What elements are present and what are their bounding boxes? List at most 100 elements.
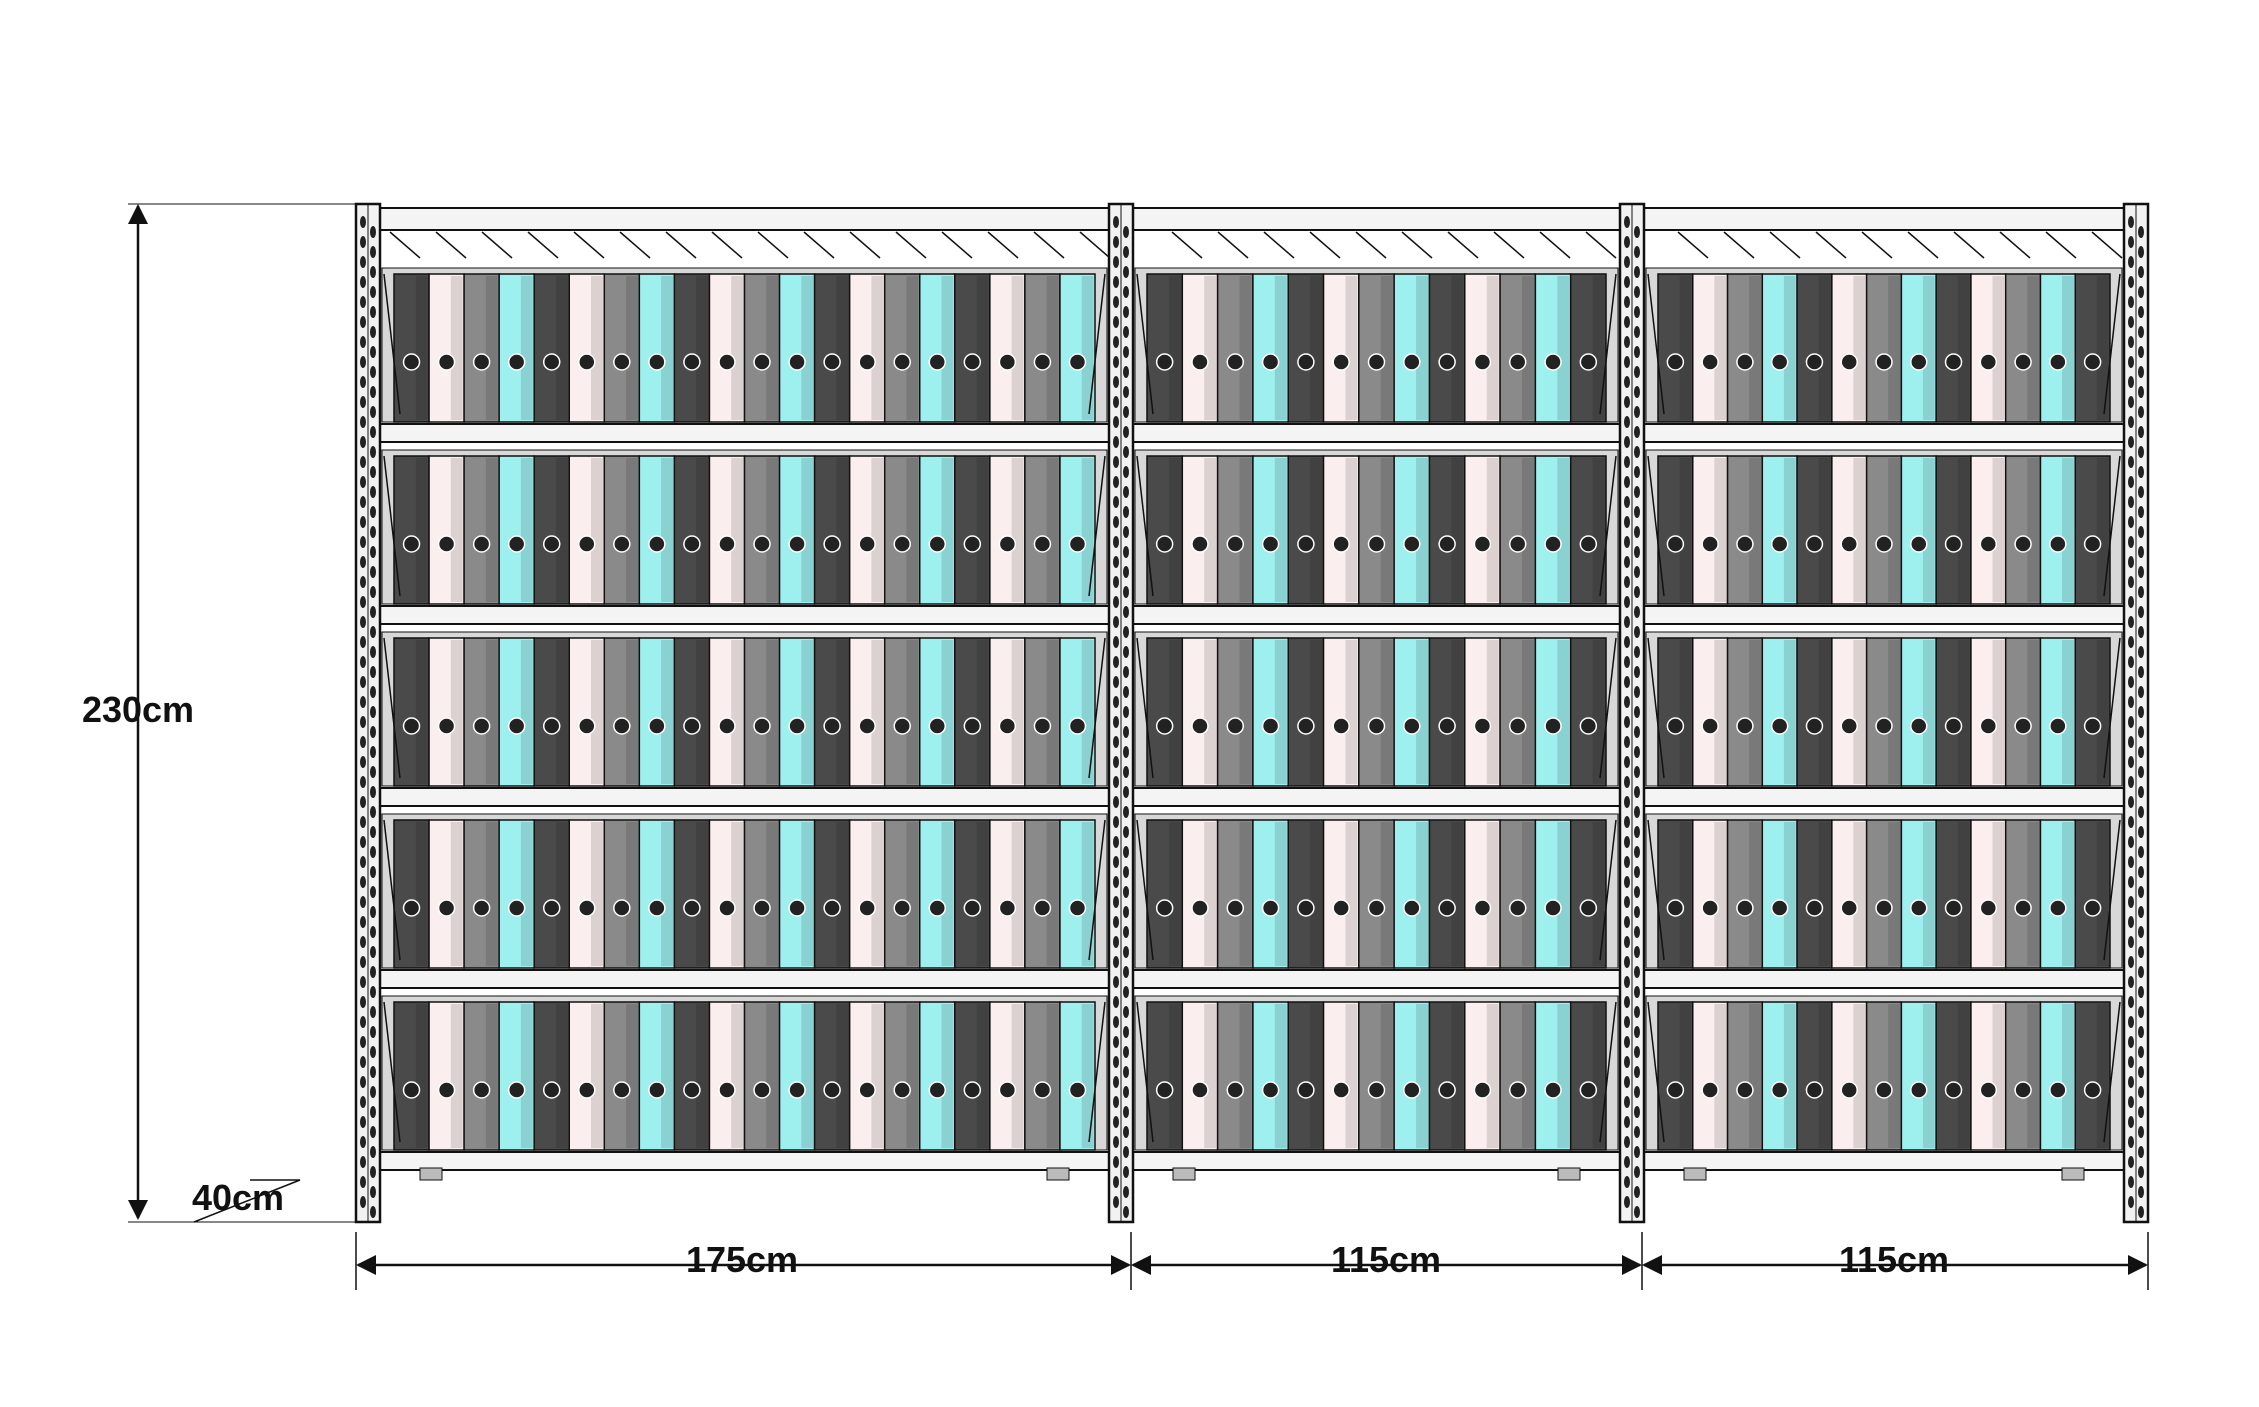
upright-slot — [2128, 1016, 2134, 1028]
binder-ring-hole — [858, 535, 876, 553]
binder-spine-shade — [2062, 822, 2074, 966]
upright-slot — [1634, 286, 1640, 298]
binder-spine-shade — [976, 276, 989, 420]
binder-ring-hole — [1736, 353, 1754, 371]
binder-ring-hole — [1544, 899, 1562, 917]
upright-slot — [2128, 1176, 2134, 1188]
upright-slot — [1123, 246, 1129, 258]
upright-slot — [1113, 696, 1119, 708]
upright-slot — [1113, 1016, 1119, 1028]
binder-spine-shade — [2096, 822, 2109, 966]
upright-slot — [370, 686, 376, 698]
side-brace — [1599, 819, 1617, 961]
binder-ring-hole — [2014, 717, 2032, 735]
binder-spine-shade — [1380, 276, 1393, 420]
binder-spine-shade — [696, 276, 709, 420]
upright-slot — [1634, 1006, 1640, 1018]
binder — [1569, 819, 1607, 969]
binder-ring-hole — [613, 535, 631, 553]
binder-ring-hole — [1508, 899, 1527, 917]
binder-spine-shade — [1679, 1004, 1692, 1148]
binder-spine-shade — [906, 276, 919, 420]
binder-spine-shade — [1992, 1004, 2005, 1148]
binder — [1692, 1001, 1729, 1151]
top-slat — [1907, 231, 1939, 259]
binder-spine-shade — [485, 458, 498, 602]
upright-slot — [1624, 396, 1630, 408]
binder-spine-shade — [1521, 822, 1534, 966]
upright-slot — [1123, 1066, 1129, 1078]
binder-spine-shade — [415, 640, 428, 784]
upright-slot — [2128, 996, 2134, 1008]
binder — [603, 273, 641, 423]
upright-slot — [360, 1096, 366, 1108]
binder-ring-hole — [507, 717, 526, 735]
binder-spine-shade — [1749, 822, 1761, 966]
top-slat — [1769, 231, 1801, 259]
binder-spine-shade — [1081, 458, 1094, 602]
binder — [1024, 637, 1061, 787]
binder — [1428, 819, 1466, 969]
binder — [1831, 819, 1868, 969]
upright-slot — [1123, 586, 1129, 598]
binder-spine-shade — [1679, 640, 1692, 784]
binder — [1657, 273, 1694, 423]
binder-spine-shade — [1888, 458, 1900, 602]
binder-ring-hole — [998, 353, 1017, 371]
binder — [638, 455, 676, 605]
binder-ring-hole — [1226, 535, 1245, 553]
binder — [673, 1001, 711, 1151]
binder — [919, 637, 956, 787]
binder-ring-hole — [1544, 1081, 1562, 1099]
binder-spine-shade — [1888, 276, 1900, 420]
upright-slot — [1624, 216, 1630, 228]
binder-ring-hole — [1155, 535, 1174, 553]
binder-ring-hole — [1544, 353, 1562, 371]
binder-ring-hole — [1944, 1081, 1963, 1099]
binder-spine-shade — [801, 1004, 814, 1148]
binder-spine-shade — [2096, 1004, 2109, 1148]
upright-slot — [360, 256, 366, 268]
binder-spine-shade — [450, 458, 463, 602]
binder — [1726, 637, 1764, 787]
binder-spine-shade — [661, 640, 673, 784]
binder-ring-hole — [1191, 1081, 1209, 1099]
binder-ring-hole — [998, 535, 1017, 553]
upright-slot — [370, 1026, 376, 1038]
upright-slot — [1123, 666, 1129, 678]
binder-spine-shade — [1922, 458, 1935, 602]
foot — [1046, 1167, 1070, 1181]
shelf-beam — [1128, 1151, 1625, 1171]
upright-slot — [1123, 626, 1129, 638]
binder-spine-shade — [696, 640, 709, 784]
upright-slot — [2138, 986, 2144, 998]
upright-slot — [360, 1156, 366, 1168]
binder — [1287, 819, 1325, 969]
binder-spine-shade — [836, 458, 849, 602]
binder-spine-shade — [1922, 1004, 1935, 1148]
binder-spine-shade — [555, 822, 568, 966]
binder-spine-shade — [1011, 822, 1024, 966]
upright-slot — [1634, 306, 1640, 318]
binder-ring-hole — [1579, 899, 1598, 917]
binder-ring-hole — [1473, 717, 1492, 735]
binder-ring-hole — [1261, 717, 1280, 735]
binder-ring-hole — [1736, 717, 1754, 735]
upright-slot — [1113, 876, 1119, 888]
binder-spine-shade — [941, 822, 954, 966]
binder-ring-hole — [1155, 717, 1174, 735]
upright-slot — [2128, 476, 2134, 488]
binder-spine-shade — [1853, 822, 1866, 966]
binder-spine-shade — [590, 1004, 603, 1148]
binder-ring-hole — [1367, 1081, 1386, 1099]
binder-spine-shade — [2062, 1004, 2074, 1148]
binder — [954, 455, 991, 605]
top-slat — [1263, 231, 1295, 259]
binder-spine-shade — [1922, 276, 1935, 420]
upright-slot — [1113, 736, 1119, 748]
binder-ring-hole — [1701, 535, 1719, 553]
binder-spine-shade — [1521, 1004, 1534, 1148]
top-slat — [1815, 231, 1847, 259]
upright-slot — [1624, 716, 1630, 728]
binder-spine-shade — [2062, 276, 2074, 420]
